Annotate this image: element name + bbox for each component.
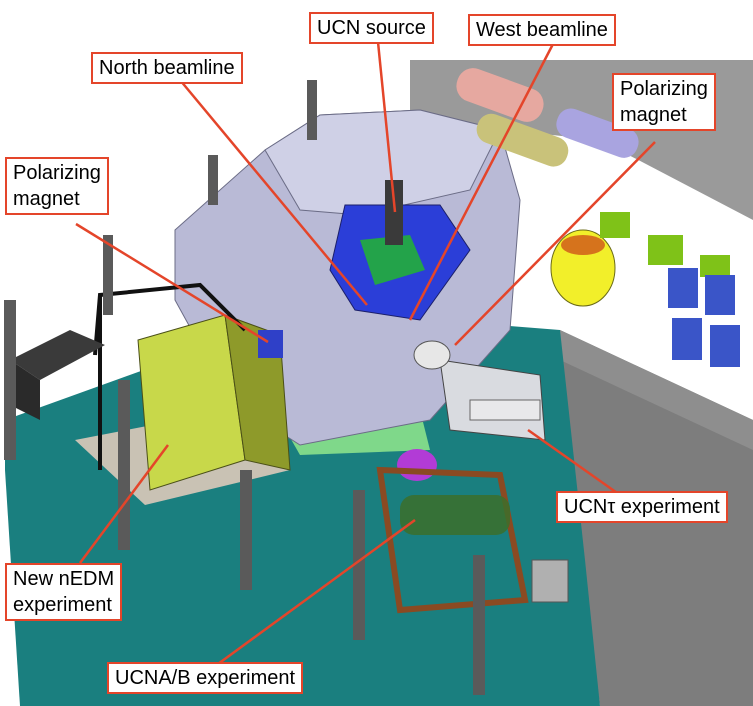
source-core-highlight: [360, 235, 425, 285]
shield-top: [264, 109, 501, 216]
black-ramp: [10, 330, 105, 380]
cryostat-top: [561, 235, 605, 255]
callout-west-beamline: West beamline: [468, 14, 616, 46]
callout-ucn-source-text: UCN source: [317, 17, 426, 39]
callout-ucntau-experiment: UCNτ experiment: [556, 491, 728, 523]
leader-nedm: [78, 444, 170, 564]
callout-ucnab-experiment: UCNA/B experiment: [107, 662, 304, 694]
pillar-6: [353, 490, 365, 640]
pillar-1: [4, 300, 16, 460]
pillar-5: [307, 80, 317, 140]
ucntau-shelf: [469, 399, 541, 421]
pillar-2: [103, 235, 113, 315]
callout-new-nedm-experiment: New nEDM experiment: [5, 563, 123, 621]
leader-west-beamline: [408, 43, 555, 321]
callout-ucntau-text: UCNτ experiment: [564, 496, 720, 518]
leader-polarizing-left: [75, 222, 269, 344]
callout-polarizing-left-line2: magnet: [13, 188, 80, 210]
source-column: [385, 180, 403, 245]
callout-west-beamline-text: West beamline: [476, 19, 608, 41]
blue-magnet-2: [705, 275, 735, 315]
pillar-7: [473, 555, 485, 695]
right-wall-face: [560, 330, 753, 450]
blue-magnet-1: [668, 268, 698, 308]
callout-polarizing-left-line1: Polarizing: [13, 162, 101, 184]
tank-lavender: [556, 108, 639, 158]
callout-polarizing-right-line2: magnet: [620, 104, 687, 126]
blue-magnet-4: [710, 325, 740, 367]
tank-pink: [456, 68, 544, 122]
callout-nedm-line2: experiment: [13, 594, 112, 616]
callout-nedm-line1: New nEDM: [13, 568, 115, 590]
ucna-frame: [376, 466, 529, 614]
leader-polarizing-right: [454, 141, 656, 346]
callout-polarizing-right-line1: Polarizing: [620, 78, 708, 100]
pillar-4: [240, 470, 252, 590]
leader-lines: [75, 41, 656, 666]
callout-polarizing-magnet-left: Polarizing magnet: [5, 157, 109, 215]
green-box-2: [648, 235, 683, 265]
nedm-frame: [93, 282, 247, 356]
callout-polarizing-magnet-right: Polarizing magnet: [612, 73, 716, 131]
pillar-3: [118, 380, 130, 550]
callout-ucnab-text: UCNA/B experiment: [115, 667, 296, 689]
purple-tank: [397, 449, 437, 481]
ucna-solenoid: [400, 495, 510, 535]
callout-north-beamline: North beamline: [91, 52, 243, 84]
green-box-3: [700, 255, 730, 277]
leader-ucntau: [527, 428, 621, 497]
black-ramp-2: [10, 360, 40, 420]
polarizer-left: [258, 330, 283, 358]
callout-north-beamline-text: North beamline: [99, 57, 235, 79]
blue-magnet-3: [672, 318, 702, 360]
leader-ucn-source: [376, 41, 397, 213]
callout-ucn-source: UCN source: [309, 12, 434, 44]
cabinet: [531, 559, 569, 603]
ucntau-vessel: [413, 340, 451, 370]
pillar-8: [208, 155, 218, 205]
tank-yellow: [476, 113, 569, 167]
leader-north-beamline: [179, 79, 368, 306]
green-box-1: [600, 212, 630, 238]
leader-ucnab: [217, 518, 416, 666]
